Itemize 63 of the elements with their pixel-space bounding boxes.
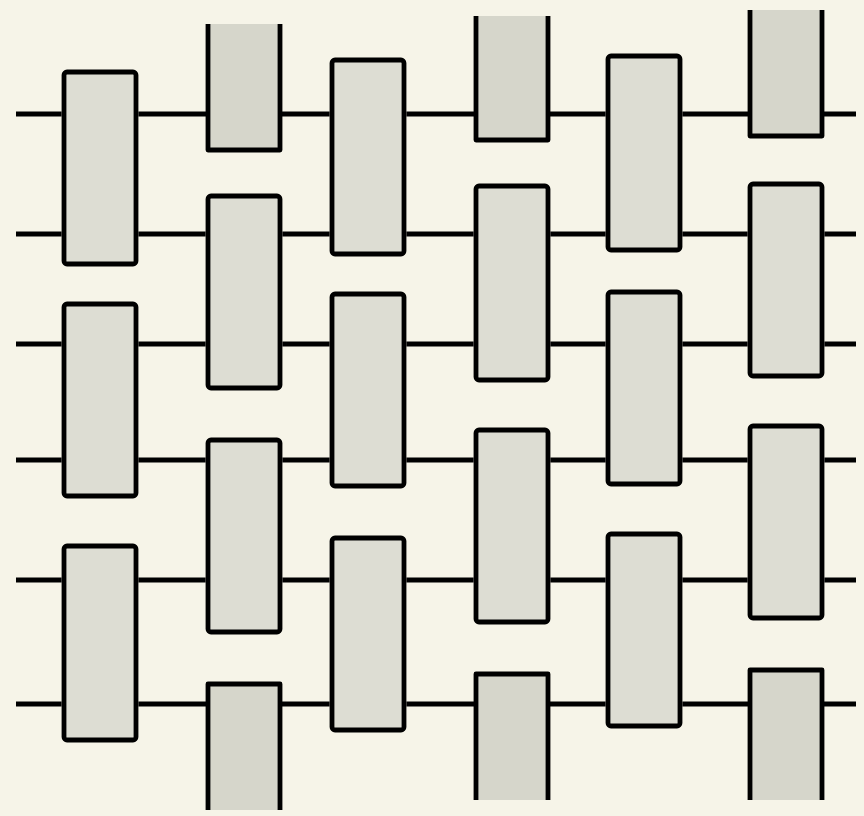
partial-gate-box [205, 24, 283, 153]
gate-box [605, 53, 683, 253]
wire [138, 701, 208, 707]
wire [138, 457, 206, 463]
wire [682, 111, 750, 117]
partial-gate-box [747, 10, 825, 139]
wire [282, 577, 330, 583]
wire [280, 111, 330, 117]
wire [550, 577, 606, 583]
partial-gate-box [747, 667, 825, 800]
wire [16, 457, 62, 463]
wire [406, 341, 474, 347]
gate-box [329, 535, 407, 733]
gate-box [61, 301, 139, 499]
gate-box [205, 437, 283, 635]
wire [824, 577, 856, 583]
wire [406, 457, 474, 463]
wire [550, 457, 606, 463]
gate-box [747, 423, 825, 621]
gate-box [205, 193, 283, 391]
gate-box [329, 57, 407, 257]
partial-gate-box [205, 681, 283, 810]
wire [16, 341, 62, 347]
gate-box [605, 289, 683, 487]
wire [282, 341, 330, 347]
wire [822, 111, 856, 117]
wire [550, 341, 606, 347]
wire [822, 701, 856, 707]
wire [138, 341, 206, 347]
wire [682, 231, 748, 237]
gate-box [329, 291, 407, 489]
wire [550, 231, 606, 237]
gate-box [747, 181, 825, 379]
wire [682, 457, 748, 463]
wire [406, 701, 476, 707]
wire [682, 701, 750, 707]
wire [824, 457, 856, 463]
gate-box [473, 183, 551, 383]
gate-box [61, 543, 139, 743]
wire [824, 231, 856, 237]
partial-gate-box [473, 671, 551, 800]
gate-box [473, 427, 551, 625]
wire [16, 231, 62, 237]
wire [406, 231, 474, 237]
wire [138, 577, 206, 583]
wire [282, 231, 330, 237]
gate-box [61, 69, 139, 267]
gate-box [605, 531, 683, 729]
wire [138, 231, 206, 237]
wire [16, 577, 62, 583]
wire [682, 577, 748, 583]
wire [682, 341, 748, 347]
wire [280, 701, 330, 707]
wire [406, 577, 474, 583]
wire [16, 111, 62, 117]
wire [138, 111, 208, 117]
wire [282, 457, 330, 463]
wire [16, 701, 62, 707]
wire [548, 111, 606, 117]
wire [824, 341, 856, 347]
wire [406, 111, 476, 117]
wire [548, 701, 606, 707]
partial-gate-box [473, 16, 551, 143]
